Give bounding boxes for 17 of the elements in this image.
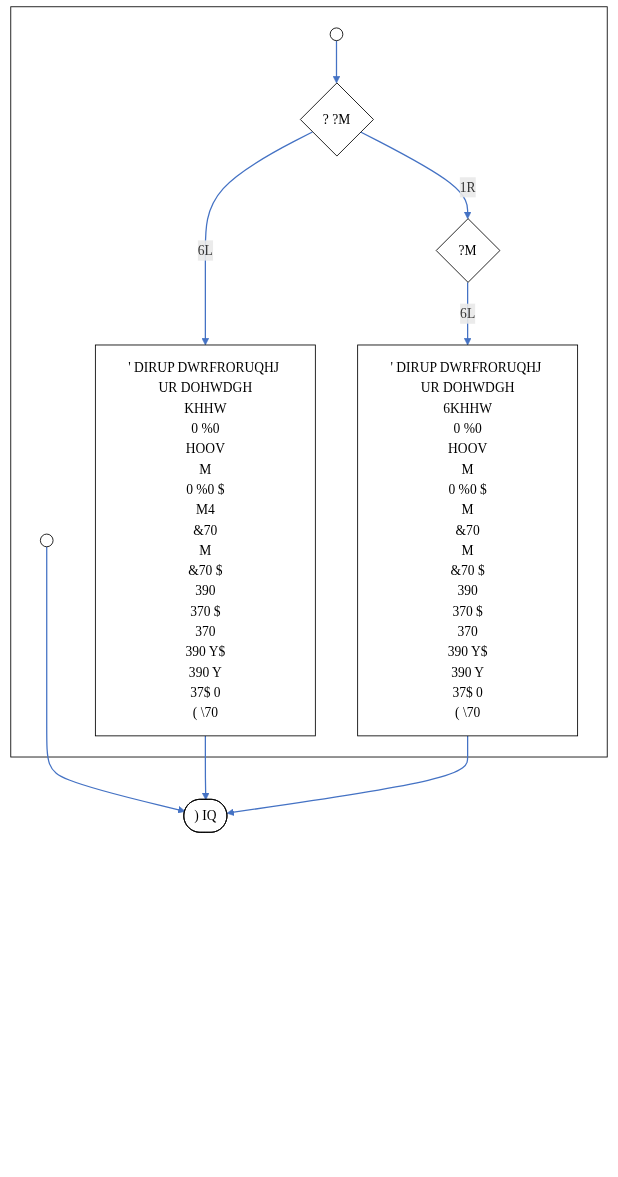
arrow bbox=[463, 281, 472, 346]
edge-label: 6L bbox=[197, 242, 213, 258]
node-circle bbox=[329, 27, 344, 42]
cluster bbox=[10, 6, 608, 758]
arrow bbox=[332, 39, 341, 84]
arrow bbox=[359, 131, 472, 219]
arrow bbox=[201, 131, 314, 346]
node-box: ' DIRUP DWRFRORUQHJ UR DOHWDGH KHHW 0 %0 HOOV M 0 %0 $ M4 &70 M &70 $ 390 370 $ 370 390 Y$ 390 Y 37$ 0 ( \70 bbox=[94, 344, 316, 737]
arrow bbox=[226, 735, 469, 816]
arrow bbox=[46, 546, 186, 814]
node-box: ' DIRUP DWRFRORUQHJ UR DOHWDGH 6KHHW 0 %0 HOOV M 0 %0 $ M &70 M &70 $ 390 370 $ 370 390 Y$ 390 Y 37$ 0 ( \70 bbox=[357, 344, 579, 737]
edge-label: 1R bbox=[459, 179, 476, 195]
arrow bbox=[201, 735, 210, 801]
edge-label: 6L bbox=[460, 306, 476, 321]
node-diamond: ? ?M bbox=[299, 82, 374, 157]
node-circle bbox=[39, 533, 54, 548]
node-diamond: ?M bbox=[435, 218, 501, 283]
